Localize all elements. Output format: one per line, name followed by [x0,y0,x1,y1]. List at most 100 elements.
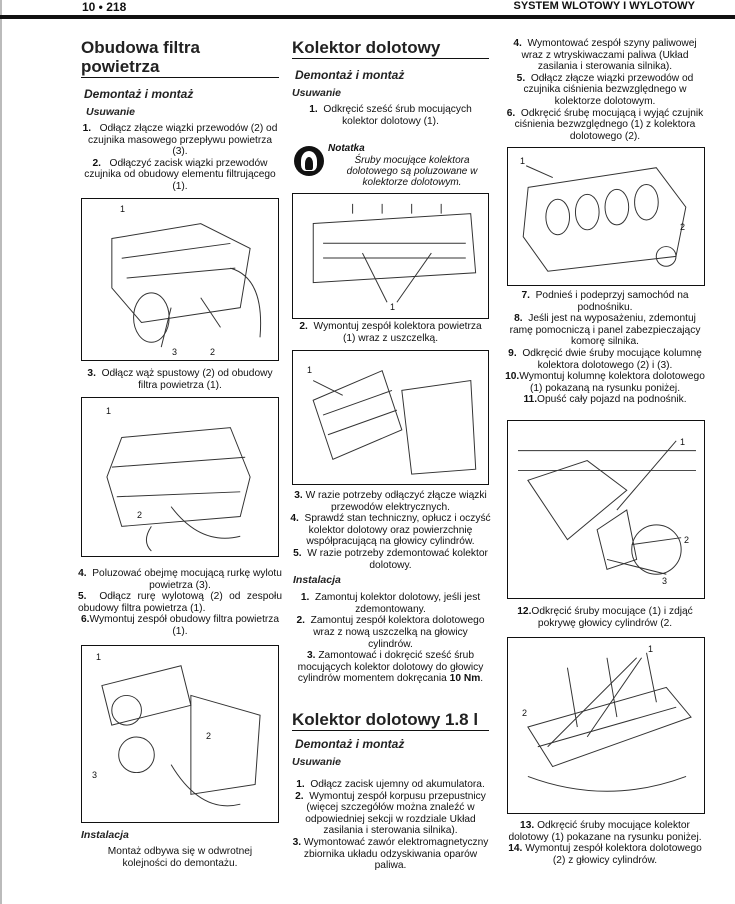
figure-callout: 2 [206,731,212,741]
step: 8. Jeśli jest na wyposażeniu, zdemontuj … [505,313,705,348]
text: 1. [300,592,310,604]
section-heading: Kolektor dolotowy [292,38,489,59]
figure-callout: 1 [520,156,526,166]
figure-callout: 1 [680,437,686,447]
note-box: Notatka Śruby mocujące kolektora dolotow… [292,143,489,188]
install-text: Montaż odbywa się w odwrotnej kolejności… [107,846,253,869]
step: 13. Odkręcić śruby mocujące kolektor dol… [505,820,705,843]
text: Odkręcić dwie śruby mocujące kolumnę kol… [522,347,702,371]
text: Jeśli jest na wyposażeniu, zdemontuj ram… [509,313,701,348]
text: Demontaż i montaż [295,737,405,751]
step: 2. Zamontuj zespół kolektora dolotowego … [290,615,491,650]
step: 6.Wymontuj zespół obudowy filtra powietr… [78,614,282,637]
step: 6. Odkręcić śrubę mocującą i wyjąć czujn… [505,108,705,143]
step-12: 12.Odkręcić śruby mocujące (1) i zdjąć p… [505,606,705,629]
figure-callout: 2 [680,222,686,232]
text: Zamontuj zespół kolektora dolotowego wra… [310,615,485,650]
step: 10.Wymontuj kolumnę kolektora dolotowego… [505,371,705,394]
text: 5. [516,72,526,84]
install-section: Instalacja Montaż odbywa się w odwrotnej… [81,826,279,869]
text: 1. [296,779,305,790]
figure-callout: 1 [120,204,126,214]
step-2: 2. Wymontuj zespół kolektora powietrza (… [292,321,489,344]
text: Odkręcić śruby mocujące kolektor dolotow… [508,820,702,843]
step: 5. Odłącz rurę wylotową (2) od zespołu o… [78,591,282,614]
figure-pressure-sensor: 1 2 [507,147,705,286]
intake-manifold-section: Kolektor dolotowy Demontaż i montaż Usuw… [292,38,489,127]
text: W razie potrzeby odłączyć złącze wiązki … [305,490,487,513]
step: 12.Odkręcić śruby mocujące (1) i zdjąć p… [505,606,705,629]
step: 14. Wymontuj zespół kolektora dolotowego… [505,843,705,866]
step: 3. Zamontować i dokręcić sześć śrub mocu… [290,650,491,685]
illustration [527,652,692,792]
text: Kolektor dolotowy 1.8 l [292,710,489,731]
text: Odłącz rurę wylotową (2) od zespołu obud… [78,591,282,614]
step: 2. Wymontuj zespół korpusu przepustnicy … [292,791,489,837]
figure-callout: 3 [172,347,178,357]
text: 4. [78,568,87,579]
text: 3. [294,490,303,501]
steps-4-6-col3: 4. Wymontować zespół szyny paliwowej wra… [505,38,705,142]
step: 3. W razie potrzeby odłączyć złącze wiąz… [290,490,491,513]
text: Odkręcić sześć śrub mocujących kolektor … [323,104,472,127]
step: 11.Opuść cały pojazd na podnośnik. [505,394,705,406]
figure-air-filter-housing: 1 2 3 [81,645,279,823]
figure-callout: 3 [662,576,668,586]
illustration [517,440,696,575]
text: 10 Nm [449,673,481,685]
figure-drain-hose: 1 2 [81,397,279,557]
figure-callout: 1 [96,652,102,662]
steps-7-11: 7. Podnieś i podeprzyj samochód na podno… [505,290,705,406]
illustration [522,165,687,272]
text: Wymontuj zespół obudowy filtra powietrza… [89,614,280,637]
figure-callout: 1 [648,644,654,654]
text: 1. [309,104,318,115]
step: 1. Odkręcić sześć śrub mocujących kolekt… [292,104,489,127]
step: 1. Odłącz zacisk ujemny od akumulatora. [292,779,489,791]
text: Odłączyć zacisk wiązki przewodów czujnik… [84,157,276,192]
figure-cylinder-head-cover: 1 2 [507,637,705,814]
text: 6. [506,107,516,119]
step: 7. Podnieś i podeprzyj samochód na podno… [505,290,705,313]
text: 2. [295,790,304,802]
text: Poluzować obejmę mocującą rurkę wylotu p… [92,568,282,591]
figure-callout: 1 [307,365,313,375]
figure-air-filter-connectors: 1 3 2 [81,198,279,361]
figure-callout: 2 [137,510,143,520]
text: Odłącz złącze wiązki przewodów od czujni… [523,72,694,107]
text: W razie potrzeby zdemontować kolektor do… [307,547,488,571]
step: 4. Poluzować obejmę mocującą rurkę wylot… [78,568,282,591]
figure-callout: 1 [390,302,396,312]
text: 4. [290,513,299,525]
text: Odkręcić śrubę mocującą i wyjąć czujnik … [514,107,704,142]
text: Wymontuj zespół kolektora powietrza (1) … [313,321,482,344]
text: 1. [82,123,92,134]
text: 5. [78,591,87,603]
text: 4. [513,38,522,49]
step: 4. Sprawdź stan techniczny, opłucz i ocz… [290,513,491,548]
text: 6. [80,614,90,626]
text: Wymontuj zespół korpusu przepustnicy (wi… [305,790,486,837]
step: 5. W razie potrzeby zdemontować kolektor… [290,548,491,571]
text: Odkręcić śruby mocujące (1) i zdjąć pokr… [531,606,693,629]
text: Sprawdź stan techniczny, opłucz i oczyść… [304,513,491,548]
illustration [106,427,251,552]
text: 11. [523,394,538,406]
text: Odłącz zacisk ujemny od akumulatora. [310,779,485,790]
step: 5. Odłącz złącze wiązki przewodów od czu… [505,73,705,108]
text: Wymontować zespół szyny paliwowej wraz z… [521,38,697,73]
illustration [312,203,477,303]
text: 13. [520,820,535,831]
text: Instalacja [81,829,129,841]
air-filter-intro: Obudowa filtra powietrza Demontaż i mont… [81,38,279,193]
text: Wymontuj zespół kolektora dolotowego (2)… [525,843,702,866]
step-3: 3. Odłącz wąż spustowy (2) od obudowy fi… [81,368,279,391]
figure-callout: 2 [522,708,528,718]
step: 3. Wymontować zawór elektromagnetyczny z… [292,837,489,872]
figure-manifold-bracket: 1 2 3 [507,420,705,599]
text: Demontaż i montaż [295,68,405,82]
figure-manifold-removal: 1 [292,350,489,485]
text: Odłącz złącze wiązki przewodów (2) od cz… [87,123,278,158]
header-rule [0,15,735,19]
text: 14. [508,843,523,855]
